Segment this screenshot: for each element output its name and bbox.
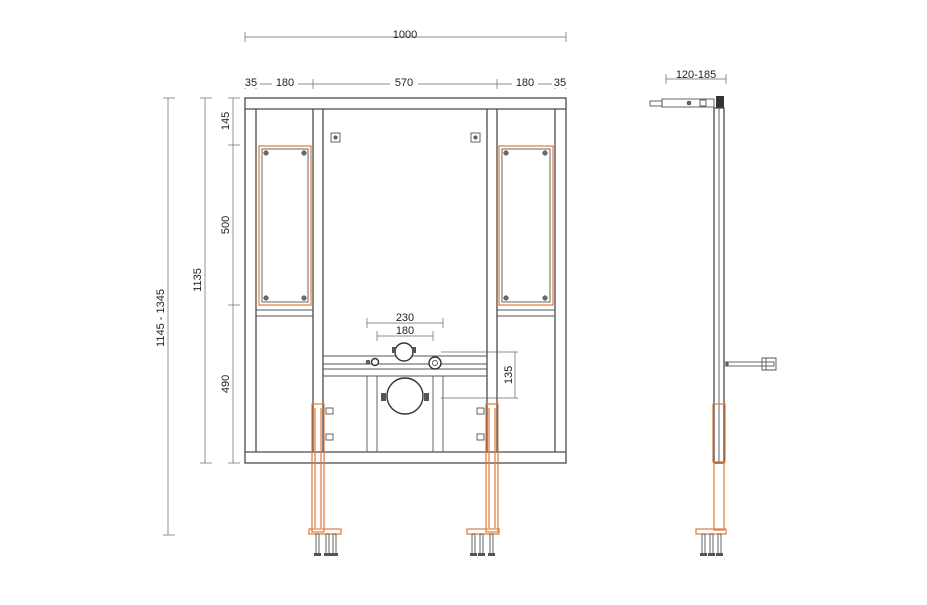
- seg-right-bay-label: 180: [516, 77, 534, 89]
- drain-pipe-assembly: [381, 377, 429, 415]
- lower-height-label: 490: [220, 375, 232, 393]
- pipe-spacing-outer-label: 230: [396, 312, 414, 324]
- seg-center-label: 570: [395, 77, 413, 89]
- frame-front-view: [244, 97, 567, 464]
- left-leg: [308, 403, 342, 556]
- pipe-offset-label: 135: [503, 366, 515, 384]
- depth-dimension: 120-185: [665, 69, 727, 84]
- pipe-spacing-dimensions: 230 180: [366, 312, 444, 341]
- top-offset-label: 145: [220, 112, 232, 130]
- seg-right-edge-label: 35: [554, 77, 566, 89]
- total-height-dimension: 1145 - 1345: [155, 97, 175, 536]
- seg-left-bay-label: 180: [276, 77, 294, 89]
- frame-height-label: 1135: [192, 268, 204, 292]
- right-bay-panel: [498, 145, 554, 306]
- left-bay-panel: [258, 145, 312, 306]
- depth-range-label: 120-185: [676, 69, 716, 81]
- pipe-spacing-inner-label: 180: [396, 325, 414, 337]
- overall-width-dimension: 1000: [244, 29, 567, 42]
- frame-side-view: [649, 96, 777, 556]
- seg-left-edge-label: 35: [245, 77, 257, 89]
- segment-dimensions: 35 180 570 180 35: [244, 76, 568, 89]
- frame-height-dimension: 1135: [192, 97, 212, 464]
- water-inlet-assembly: [365, 342, 442, 370]
- total-height-label: 1145 - 1345: [155, 289, 167, 347]
- bay-height-label: 500: [220, 216, 232, 234]
- overall-width-label: 1000: [393, 29, 417, 41]
- pipe-offset-dimension: 135: [441, 351, 518, 399]
- section-height-dimensions: 145 500 490: [220, 97, 240, 464]
- right-leg: [466, 403, 500, 556]
